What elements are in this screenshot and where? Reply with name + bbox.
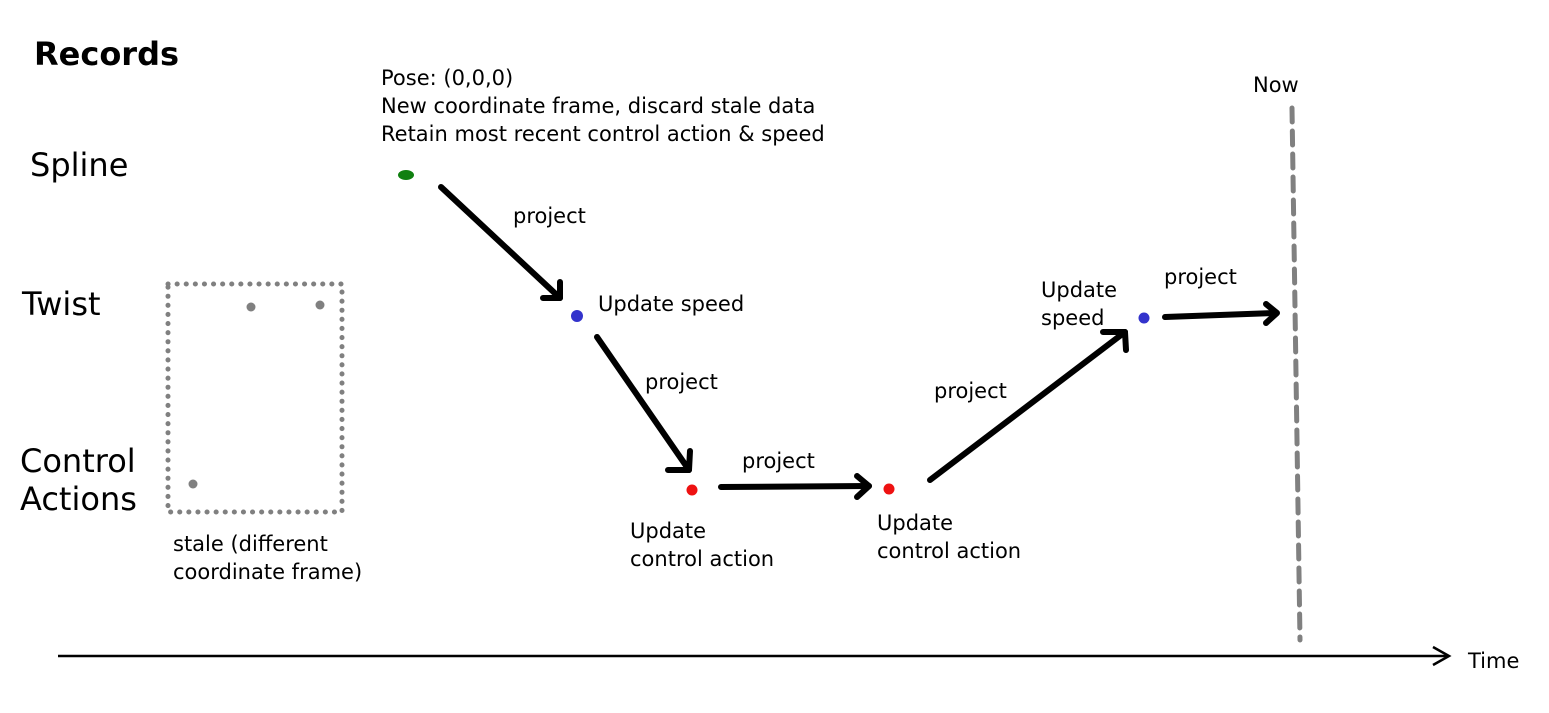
stale-twist-point [315, 300, 325, 310]
stale-label: stale (different coordinate frame) [173, 532, 363, 584]
control-point [883, 483, 895, 495]
now-label: Now [1253, 73, 1299, 97]
project-arrow [594, 334, 693, 473]
twist-point [1138, 312, 1150, 324]
row-label-twist: Twist [22, 285, 101, 323]
stale-region [165, 281, 345, 515]
arrow-label: project [1164, 265, 1237, 289]
time-label: Time [1468, 649, 1520, 673]
time-axis [58, 645, 1452, 667]
stale-twist-point [246, 302, 256, 312]
arrow-label: project [934, 379, 1007, 403]
arrow-label: project [742, 449, 815, 473]
event-label: Update control action [877, 511, 1022, 563]
event-label: Update speed [598, 292, 745, 316]
stale-control-point [188, 479, 198, 489]
event-label: Update control action [630, 519, 775, 571]
project-arrow [718, 473, 872, 500]
now-line [1289, 105, 1303, 643]
twist-point [571, 310, 583, 322]
project-arrow [1162, 301, 1280, 326]
project-arrow [927, 329, 1129, 483]
event-label: Update speed [1041, 278, 1118, 330]
control-point [686, 484, 698, 496]
row-label-spline: Spline [30, 146, 129, 184]
spline-point [398, 170, 414, 180]
pose-note: Pose: (0,0,0) New coordinate frame, disc… [381, 66, 825, 146]
arrow-label: project [645, 370, 718, 394]
project-arrow [438, 184, 563, 301]
arrow-label: project [513, 204, 586, 228]
row-label-control-actions: Control Actions [20, 442, 137, 518]
diagram-title: Records [34, 35, 180, 73]
